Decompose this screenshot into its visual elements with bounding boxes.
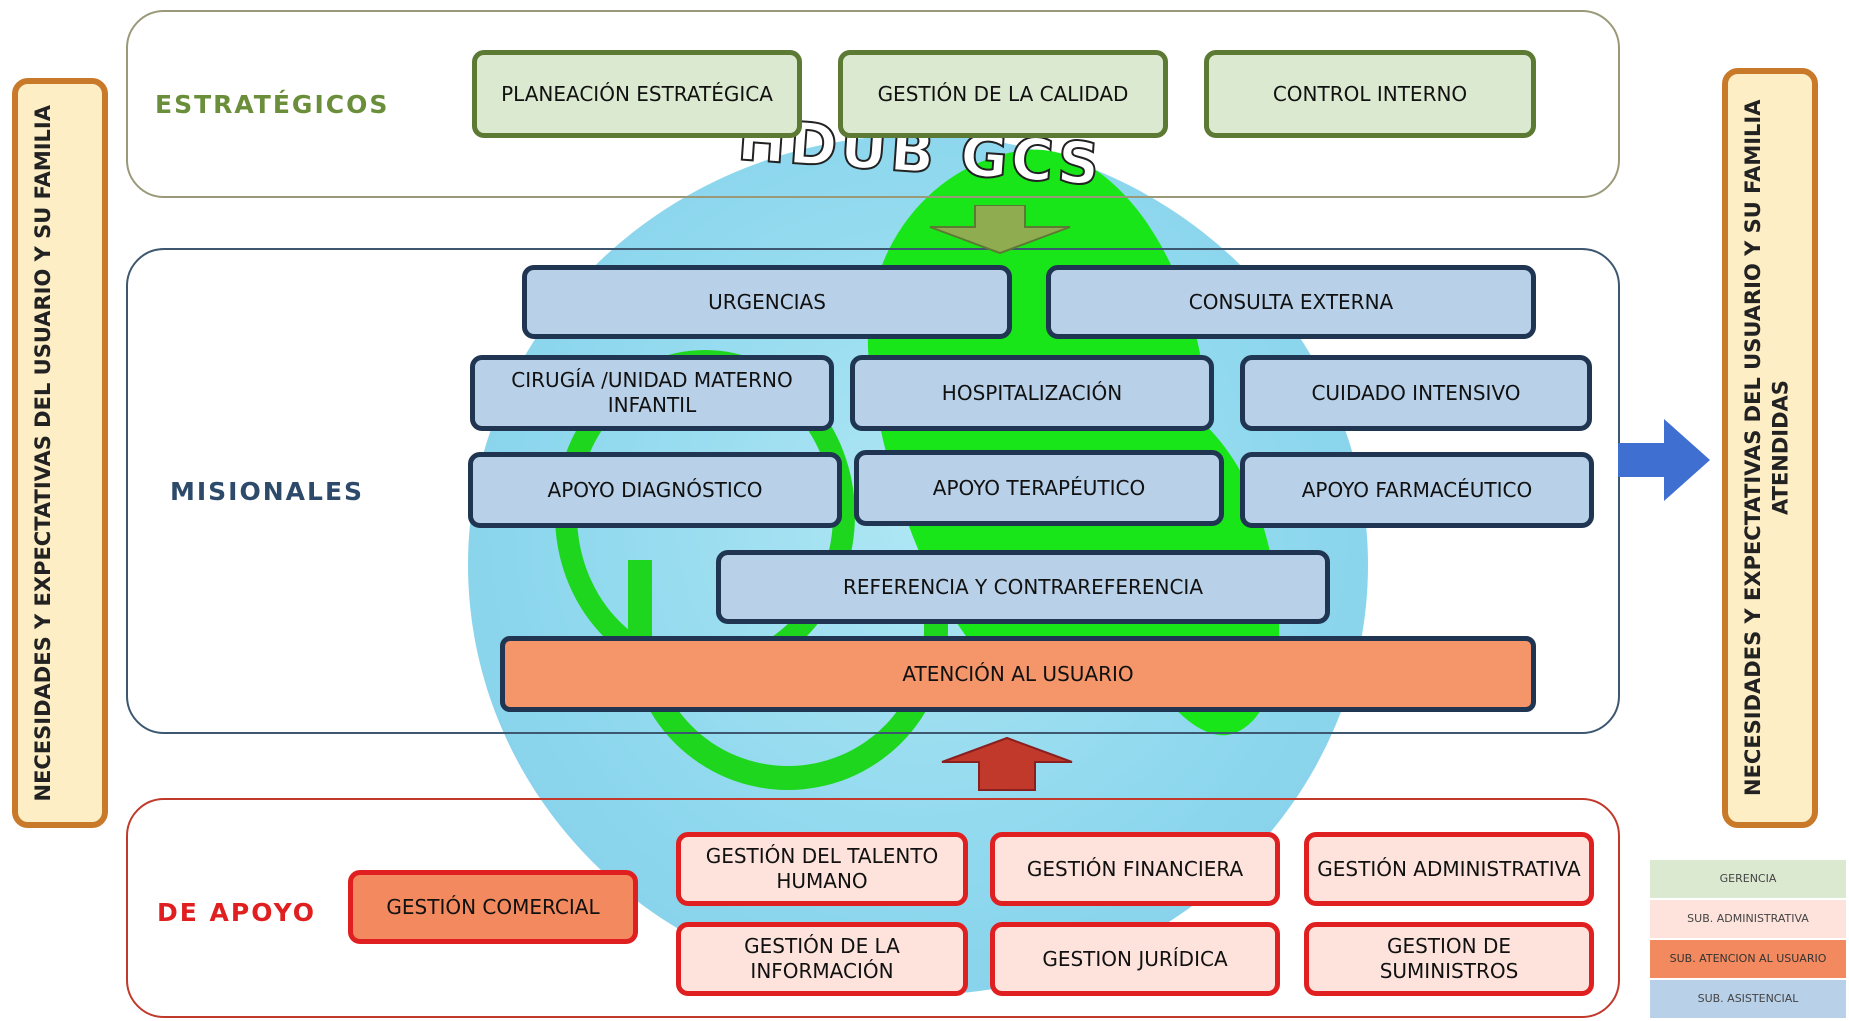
process-box-consulta-externa[interactable]: CONSULTA EXTERNA xyxy=(1046,265,1536,339)
process-box-calidad[interactable]: GESTIÓN DE LA CALIDAD xyxy=(838,50,1168,138)
process-box-gestion-informacion[interactable]: GESTIÓN DE LA INFORMACIÓN xyxy=(676,922,968,996)
de-apoyo-section xyxy=(126,798,1620,1018)
process-box-referencia[interactable]: REFERENCIA Y CONTRAREFERENCIA xyxy=(716,550,1330,624)
legend-item-sub-asistencial: SUB. ASISTENCIAL xyxy=(1650,980,1846,1018)
process-box-apoyo-farmaceutico[interactable]: APOYO FARMACÉUTICO xyxy=(1240,452,1594,528)
left-banner-label: NECESIDADES Y EXPECTATIVAS DEL USUARIO Y… xyxy=(31,104,55,802)
estrategicos-section xyxy=(126,10,1620,198)
process-box-gestion-suministros[interactable]: GESTION DE SUMINISTROS xyxy=(1304,922,1594,996)
misionales-label: MISIONALES xyxy=(170,477,365,506)
process-box-apoyo-diagnostico[interactable]: APOYO DIAGNÓSTICO xyxy=(468,452,842,528)
legend-item-gerencia: GERENCIA xyxy=(1650,860,1846,898)
process-box-gestion-juridica[interactable]: GESTION JURÍDICA xyxy=(990,922,1280,996)
arrow-up-icon xyxy=(941,736,1073,791)
process-box-talento-humano[interactable]: GESTIÓN DEL TALENTO HUMANO xyxy=(676,832,968,906)
left-needs-banner: NECESIDADES Y EXPECTATIVAS DEL USUARIO Y… xyxy=(12,78,108,828)
process-box-apoyo-terapeutico[interactable]: APOYO TERAPÉUTICO xyxy=(854,450,1224,526)
right-needs-banner: NECESIDADES Y EXPECTATIVAS DEL USUARIO Y… xyxy=(1722,68,1818,828)
arrow-down-icon xyxy=(929,205,1071,255)
misionales-section xyxy=(126,248,1620,734)
process-box-planeacion[interactable]: PLANEACIÓN ESTRATÉGICA xyxy=(472,50,802,138)
process-box-control-interno[interactable]: CONTROL INTERNO xyxy=(1204,50,1536,138)
process-box-hospitalizacion[interactable]: HOSPITALIZACIÓN xyxy=(850,355,1214,431)
legend-item-sub-atencion-usuario: SUB. ATENCION AL USUARIO xyxy=(1650,940,1846,978)
de-apoyo-label: DE APOYO xyxy=(157,898,317,927)
process-box-cuidado-intensivo[interactable]: CUIDADO INTENSIVO xyxy=(1240,355,1592,431)
arrow-right-icon xyxy=(1618,419,1710,501)
process-box-cirugia[interactable]: CIRUGÍA /UNIDAD MATERNO INFANTIL xyxy=(470,355,834,431)
process-box-gestion-financiera[interactable]: GESTIÓN FINANCIERA xyxy=(990,832,1280,906)
process-box-atencion-usuario[interactable]: ATENCIÓN AL USUARIO xyxy=(500,636,1536,712)
process-box-gestion-comercial[interactable]: GESTIÓN COMERCIAL xyxy=(348,870,638,944)
legend-item-sub-administrativa: SUB. ADMINISTRATIVA xyxy=(1650,900,1846,938)
process-box-gestion-administrativa[interactable]: GESTIÓN ADMINISTRATIVA xyxy=(1304,832,1594,906)
estrategicos-label: ESTRATÉGICOS xyxy=(155,90,390,119)
right-banner-label: NECESIDADES Y EXPECTATIVAS DEL USUARIO Y… xyxy=(1741,99,1793,797)
process-box-urgencias[interactable]: URGENCIAS xyxy=(522,265,1012,339)
